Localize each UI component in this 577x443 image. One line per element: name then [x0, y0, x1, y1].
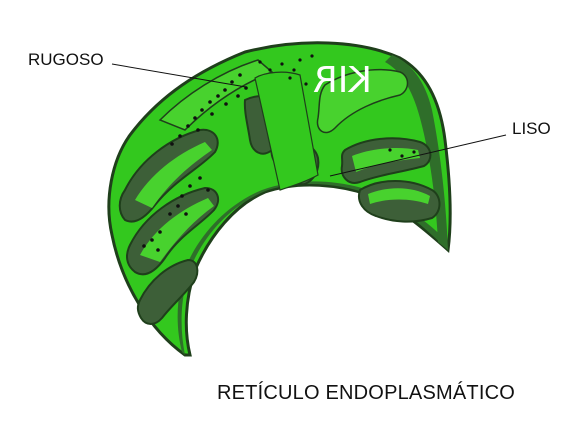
figure-caption: RETÍCULO ENDOPLASMÁTICO — [217, 382, 515, 404]
smooth-er-tube-lower-rim — [368, 188, 430, 204]
cisterna-upper-left-rim — [135, 142, 212, 208]
cisterna-top-band — [158, 59, 274, 131]
logo-mark: KIR — [313, 60, 372, 101]
smooth-er-tube-upper-rim — [352, 148, 420, 172]
label-smooth-er: LISO — [512, 119, 551, 138]
smooth-er-band — [316, 68, 409, 134]
label-rough-er: RUGOSO — [28, 50, 104, 69]
liso-leader-line — [329, 134, 507, 177]
er-central-band — [254, 71, 319, 191]
ribosome-dots — [142, 54, 416, 252]
cisterna-mid-left-rim — [140, 198, 214, 262]
cisterna-lower-left — [136, 258, 199, 325]
rugoso-leader-line — [111, 63, 247, 88]
er-right-rim — [385, 55, 448, 250]
